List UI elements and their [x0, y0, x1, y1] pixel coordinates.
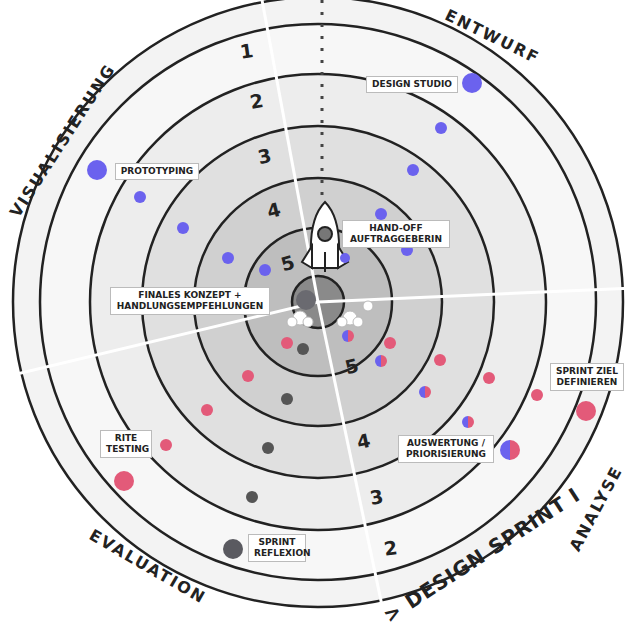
callout-box: SPRINT ZIEL DEFINIEREN	[550, 363, 624, 391]
callout-box: RITE TESTING	[100, 430, 152, 458]
callout-text: HAND-OFF AUFTRAGGEBERIN	[348, 223, 444, 245]
callout-text: AUSWERTUNG / PRIORISIERUNG	[404, 438, 488, 460]
ring-number: 2	[382, 536, 398, 560]
callout-box: FINALES KONZEPT + HANDLUNGSEMPFEHLUNGEN	[110, 287, 270, 315]
ring-number: 1	[238, 39, 254, 63]
callout-text: FINALES KONZEPT + HANDLUNGSEMPFEHLUNGEN	[116, 290, 264, 312]
callout-text: PROTOTYPING	[121, 166, 194, 177]
callout-box: SPRINT REFLEXION	[248, 534, 306, 562]
callout-box: AUSWERTUNG / PRIORISIERUNG	[398, 435, 494, 463]
callout-text: SPRINT ZIEL DEFINIEREN	[556, 366, 618, 388]
callout-text: RITE TESTING	[106, 433, 146, 455]
callout-box: DESIGN STUDIO	[366, 76, 458, 93]
callout-box: PROTOTYPING	[115, 163, 200, 180]
callout-text: DESIGN STUDIO	[372, 79, 452, 90]
callout-text: SPRINT REFLEXION	[254, 537, 300, 559]
callout-box: HAND-OFF AUFTRAGGEBERIN	[342, 220, 450, 248]
